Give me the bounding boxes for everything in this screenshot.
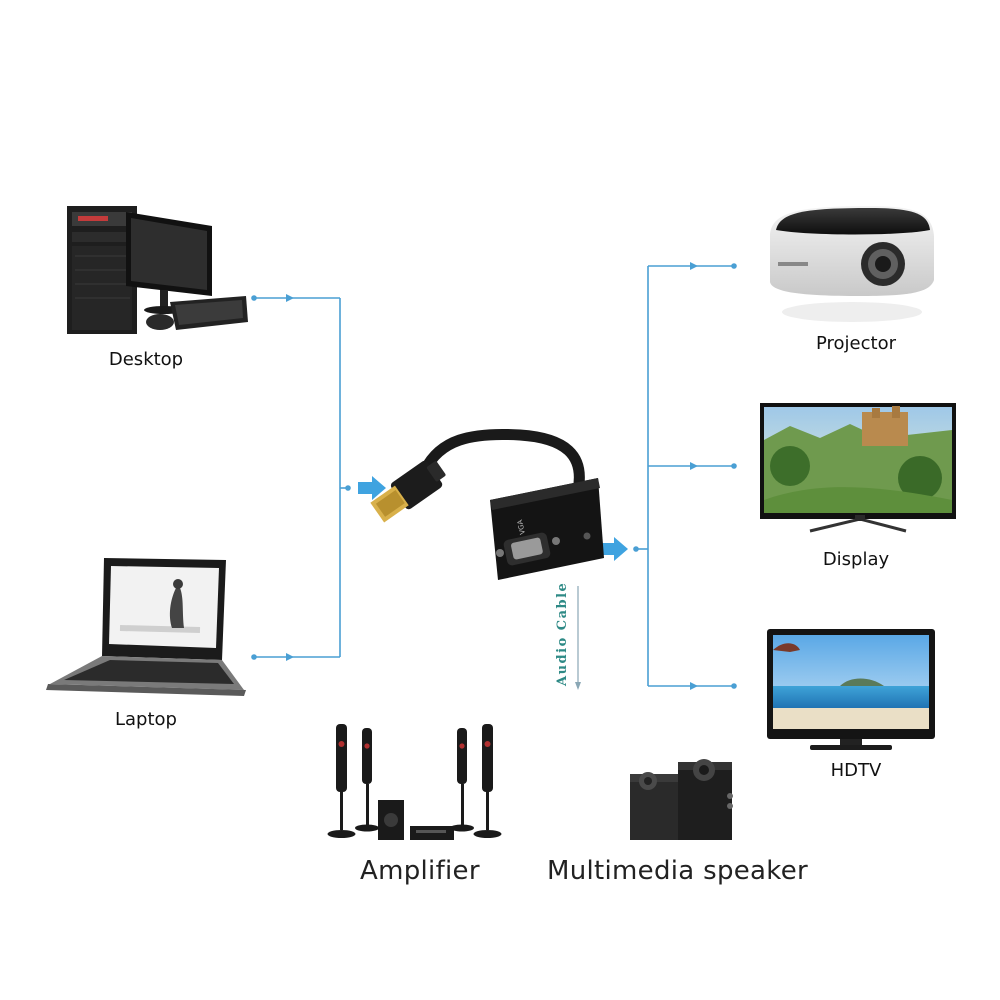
hdmi-vga-adapter-image: VGA: [368, 434, 604, 580]
output-connector-lines: [634, 266, 734, 686]
laptop-image: [46, 558, 246, 696]
audio-cable-label: Audio Cable: [555, 582, 570, 686]
multimedia-speaker-image: [630, 759, 733, 840]
display-label: Display: [806, 549, 906, 570]
amplifier-image: [328, 724, 502, 840]
projector-label: Projector: [806, 333, 906, 354]
input-connector-lines: [255, 298, 350, 657]
hdtv-label: HDTV: [806, 760, 906, 781]
projector-image: [770, 206, 934, 322]
output-arrow: [600, 537, 628, 561]
multimedia-speaker-label: Multimedia speaker: [547, 856, 808, 886]
laptop-label: Laptop: [96, 709, 196, 730]
input-connector-dots: [251, 294, 351, 661]
audio-cable-line: [575, 586, 581, 690]
desktop-label: Desktop: [96, 349, 196, 370]
amplifier-label: Amplifier: [360, 856, 480, 886]
desktop-image: [67, 206, 248, 334]
display-image: [760, 403, 956, 531]
hdtv-image: [767, 629, 935, 750]
